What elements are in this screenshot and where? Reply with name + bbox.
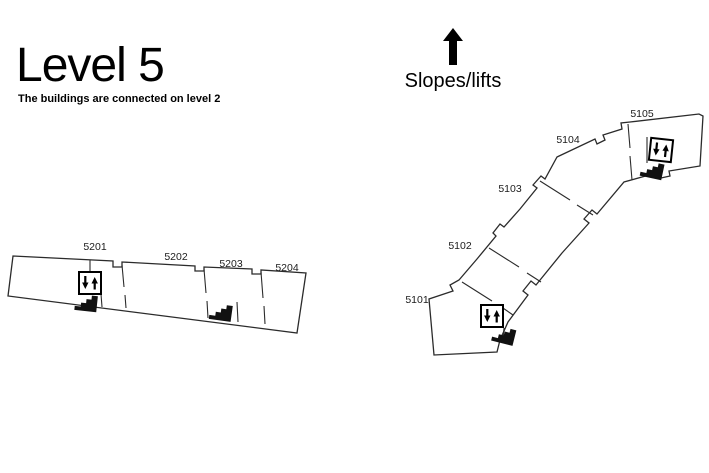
stairs-icon: [208, 303, 233, 322]
right-building-outline: [428, 113, 704, 356]
left-building: 5201 5202 5203 5204: [7, 241, 307, 334]
lift-icon: [480, 304, 504, 328]
room-label-5201: 5201: [83, 241, 107, 253]
header: Level 5 The buildings are connected on l…: [16, 39, 221, 106]
legend-label: Slopes/lifts: [404, 70, 502, 92]
right-building-interior-walls: [461, 123, 648, 341]
stairs-icon: [74, 294, 98, 313]
room-label-5104: 5104: [556, 134, 580, 146]
left-building-outline: [7, 255, 307, 334]
room-label-5202: 5202: [164, 251, 188, 263]
room-label-5105: 5105: [630, 108, 654, 120]
right-building: 5101 5102 5103 5104 5105: [405, 108, 704, 356]
legend: Slopes/lifts: [394, 26, 512, 93]
room-label-5203: 5203: [219, 258, 243, 270]
room-label-5103: 5103: [498, 183, 522, 195]
room-label-5204: 5204: [275, 262, 299, 274]
lift-icon: [78, 271, 102, 295]
left-building-interior-walls: [89, 260, 266, 325]
up-arrow-icon: [443, 28, 463, 65]
page-title: Level 5: [16, 39, 165, 92]
page-subtitle: The buildings are connected on level 2: [18, 93, 221, 105]
room-label-5102: 5102: [448, 240, 472, 252]
room-label-5101: 5101: [405, 294, 429, 306]
lift-icon: [647, 136, 675, 164]
